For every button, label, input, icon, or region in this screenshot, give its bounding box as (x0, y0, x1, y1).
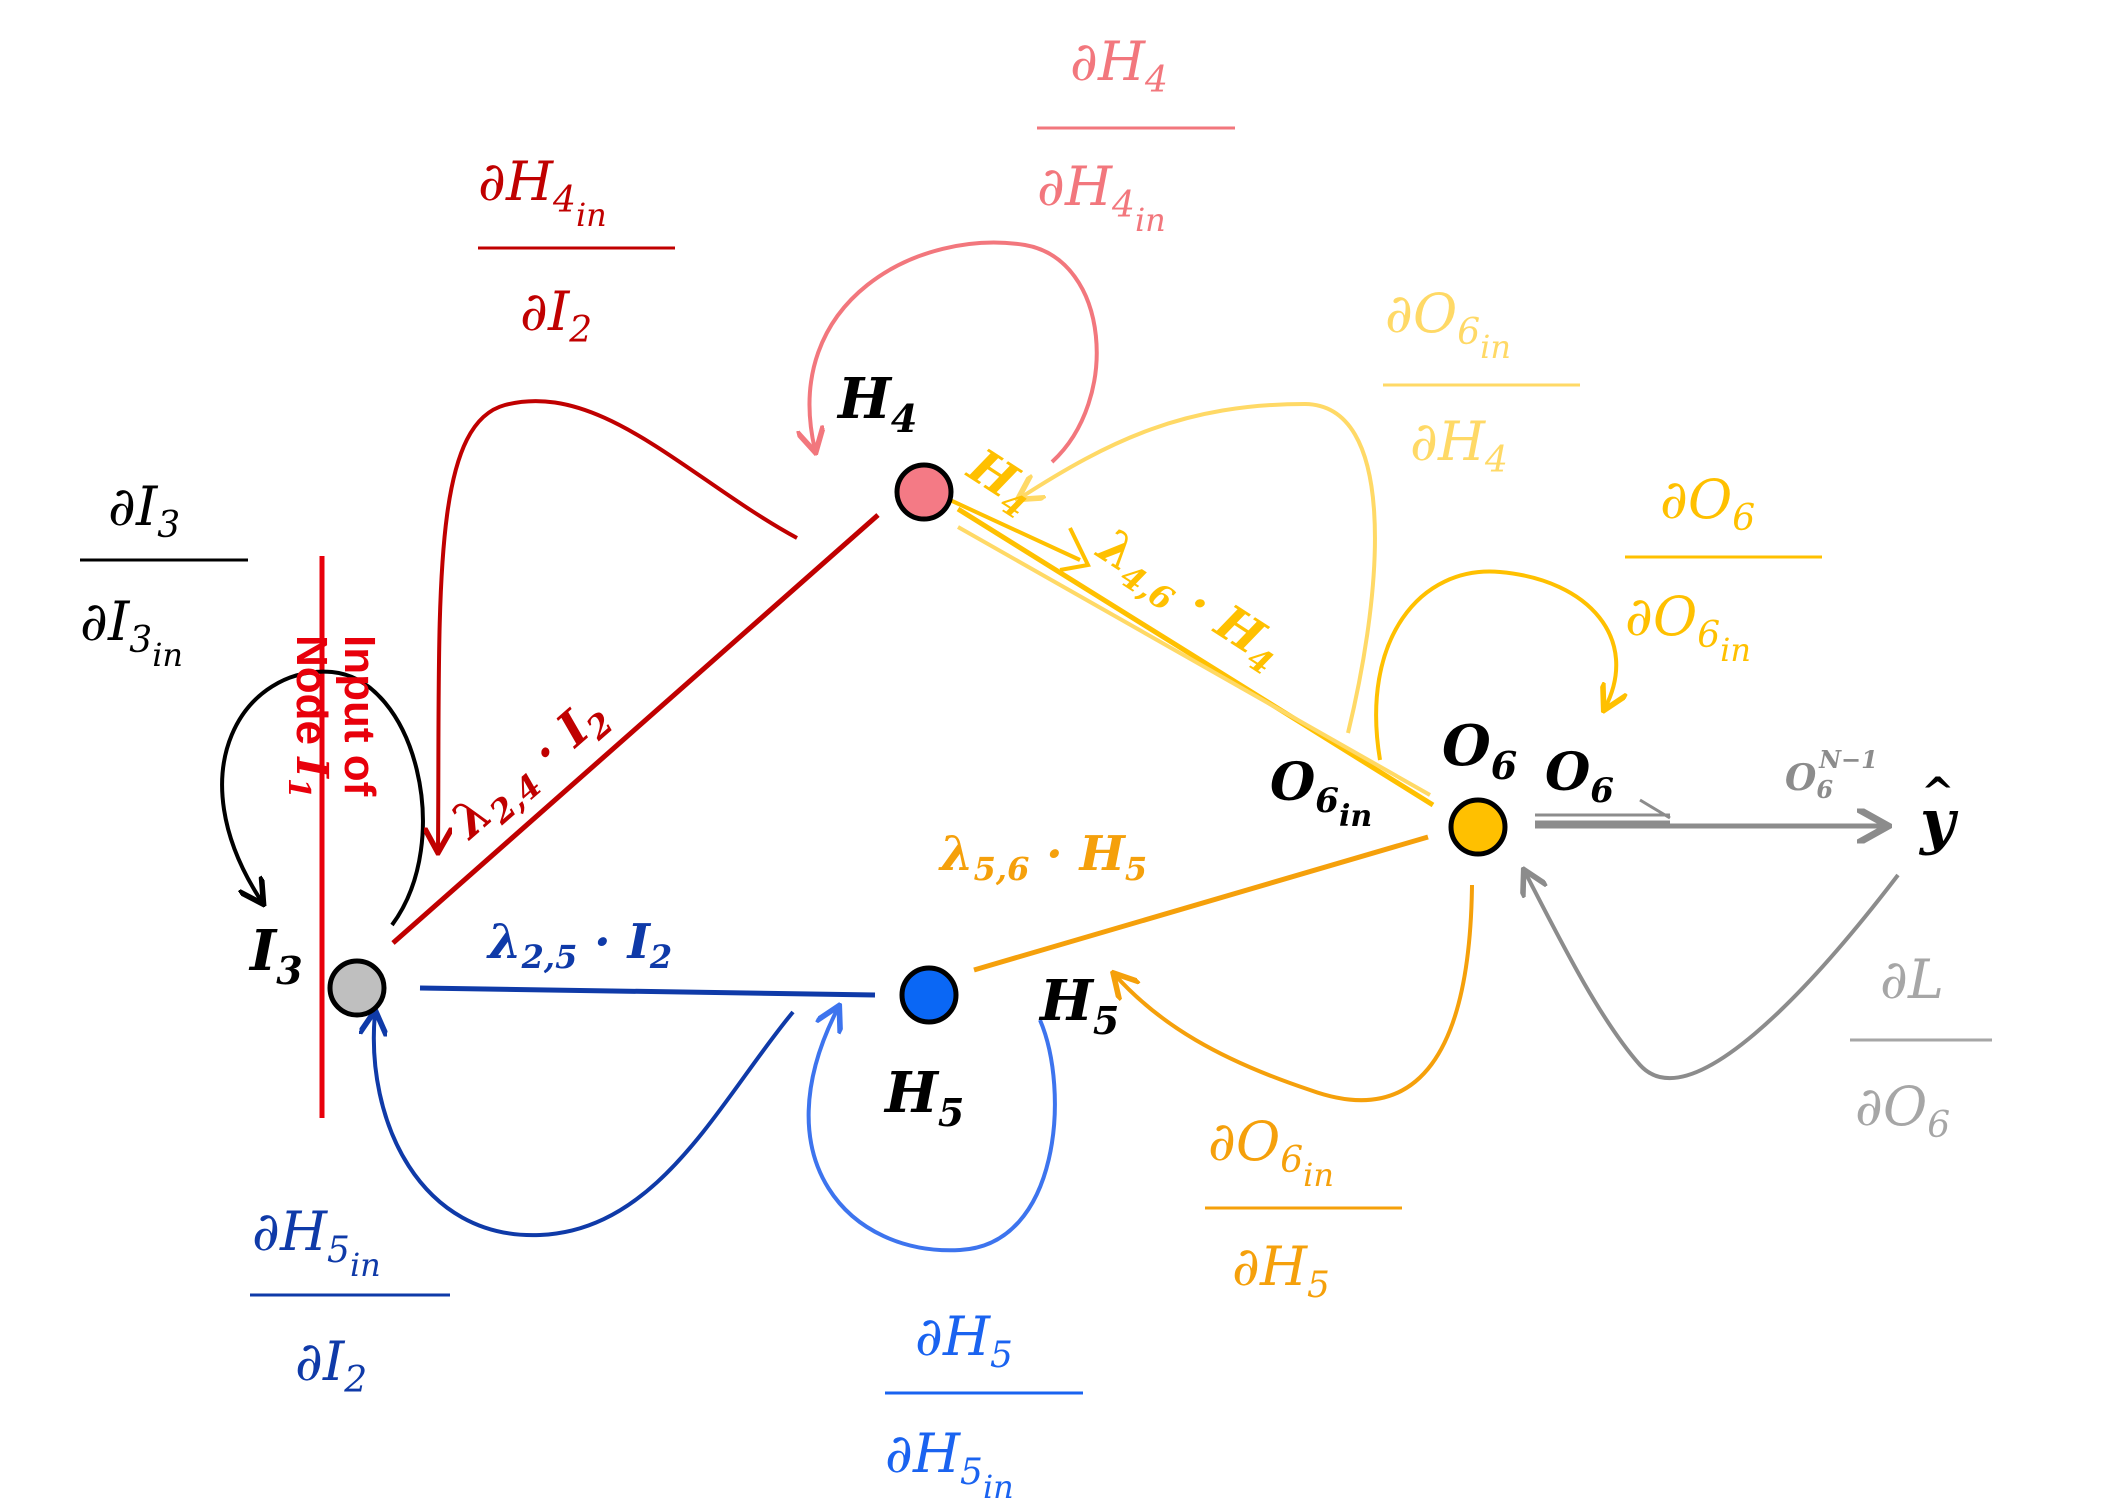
derivative-dI3-dI3in: ∂I3 ∂I3in (80, 475, 248, 674)
label-o6: O6 (1442, 713, 1517, 788)
arrow-o6-to-h4 (1020, 401, 1377, 734)
svg-text:∂H4: ∂H4 (1070, 30, 1168, 101)
weight-label-56: λ5,6 · H5 (938, 826, 1147, 888)
svg-text:∂H5in: ∂H5in (885, 1422, 1014, 1505)
derivative-dL-dO6: ∂L ∂O6 (1850, 948, 1992, 1146)
h4-output-arrow (949, 498, 1091, 572)
o6-output-arrow (1535, 798, 1671, 824)
svg-text:∂H5in: ∂H5in (252, 1200, 381, 1284)
arrow-yhat-to-o6 (1525, 872, 1900, 1080)
svg-text:∂L: ∂L (1880, 948, 1944, 1011)
edge-i3-h5 (419, 985, 876, 998)
label-y-hat-accent: ^ (1921, 769, 1955, 816)
weight-label-24: λ2,4 · I2 (440, 686, 621, 855)
svg-text:∂I3in: ∂I3in (80, 590, 183, 674)
edge-i3-h4 (391, 513, 880, 945)
label-h5-right: H5 (1038, 968, 1119, 1043)
label-y-hat: y (1918, 787, 1959, 857)
node-h5[interactable] (899, 965, 959, 1025)
weight-label-25: λ2,5 · I2 (486, 914, 672, 976)
derivative-dH4in-dI2: ∂H4in ∂I2 (478, 150, 675, 351)
svg-text:∂H5: ∂H5 (915, 1305, 1013, 1376)
node-o6[interactable] (1448, 797, 1508, 857)
svg-text:∂O6in: ∂O6in (1625, 585, 1751, 669)
loop-o6-self (1374, 569, 1616, 761)
svg-text:∂H4: ∂H4 (1410, 410, 1508, 481)
svg-text:∂H4in: ∂H4in (478, 150, 607, 234)
derivative-dH5in-dI2: ∂H5in ∂I2 (250, 1200, 450, 1401)
svg-text:∂H5: ∂H5 (1232, 1235, 1330, 1306)
edge-h5-o6 (973, 834, 1429, 973)
svg-text:∂O6in: ∂O6in (1385, 282, 1511, 366)
label-o6-output: O6 (1545, 742, 1614, 811)
svg-text:∂I2: ∂I2 (295, 1330, 367, 1401)
edge-h4-o6-parallel (957, 525, 1431, 797)
svg-text:∂H4in: ∂H4in (1037, 155, 1166, 239)
derivative-dH5-dH5in: ∂H5 ∂H5in (885, 1305, 1083, 1505)
svg-text:∂O6in: ∂O6in (1208, 1110, 1334, 1194)
edge-h4-o6 (956, 506, 1435, 808)
label-i3: I3 (248, 918, 303, 993)
derivative-dO6in-dH5: ∂O6in ∂H5 (1205, 1110, 1402, 1306)
loop-h4-self (810, 240, 1099, 464)
input-label: Input ofNode I1 (281, 635, 384, 799)
derivative-dO6-dO6in: ∂O6 ∂O6in (1625, 468, 1822, 669)
node-i3[interactable] (327, 958, 387, 1018)
arrow-o6-to-h5 (1115, 884, 1474, 1103)
arrow-h5-to-i3 (374, 1012, 795, 1238)
derivative-dO6in-dH4: ∂O6in ∂H4 (1383, 282, 1580, 481)
derivative-dH4-dH4in: ∂H4 ∂H4in (1037, 30, 1235, 239)
arrow-h4-to-i3 (438, 399, 798, 850)
loop-h5-self (806, 1008, 1057, 1253)
o6-power-label: O6N−1 (1785, 745, 1878, 804)
label-h4: H4 (836, 366, 917, 441)
loop-i3-self (220, 669, 425, 927)
svg-text:∂I3: ∂I3 (108, 475, 180, 546)
svg-text:∂I2: ∂I2 (520, 280, 592, 351)
svg-text:∂O6: ∂O6 (1660, 468, 1755, 539)
node-h4[interactable] (894, 462, 954, 522)
label-o6-in: O6in (1270, 752, 1372, 834)
svg-text:∂O6: ∂O6 (1855, 1075, 1950, 1146)
label-h5-below: H5 (883, 1060, 964, 1135)
